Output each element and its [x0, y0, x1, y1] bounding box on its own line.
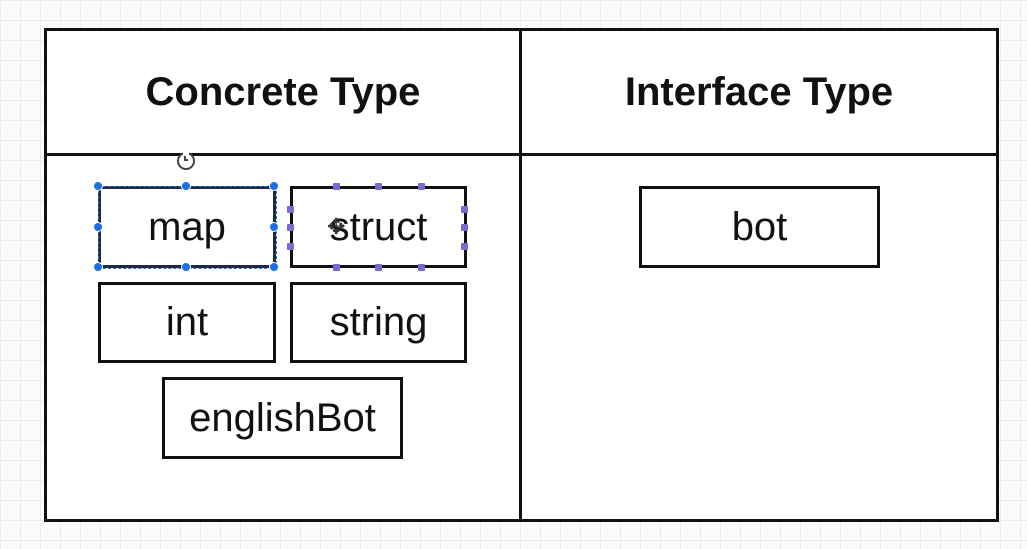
type-box-englishbot[interactable]: englishBot	[162, 377, 403, 459]
connection-point[interactable]	[375, 183, 382, 190]
rotate-icon[interactable]	[177, 150, 195, 170]
connection-point[interactable]	[375, 264, 382, 271]
resize-handle-bottom-center[interactable]	[181, 262, 191, 272]
type-box-bot[interactable]: bot	[639, 186, 880, 268]
resize-handle-middle-right[interactable]	[269, 222, 279, 232]
header-interface-type[interactable]: Interface Type	[624, 69, 894, 114]
resize-handle-bottom-right[interactable]	[269, 262, 279, 272]
connection-point[interactable]	[461, 206, 468, 213]
type-box-int[interactable]: int	[98, 282, 276, 363]
resize-handle-top-left[interactable]	[93, 181, 103, 191]
type-box-map[interactable]: map	[98, 186, 276, 268]
resize-handle-top-center[interactable]	[181, 181, 191, 191]
resize-handle-middle-left[interactable]	[93, 222, 103, 232]
type-box-string[interactable]: string	[290, 282, 467, 363]
resize-handle-bottom-left[interactable]	[93, 262, 103, 272]
resize-handle-top-right[interactable]	[269, 181, 279, 191]
connection-point[interactable]	[287, 224, 294, 231]
column-divider	[519, 31, 522, 519]
connection-point[interactable]	[461, 243, 468, 250]
connection-point[interactable]	[333, 183, 340, 190]
header-divider	[47, 153, 996, 156]
connection-point[interactable]	[461, 224, 468, 231]
type-box-struct[interactable]: struct	[290, 186, 467, 268]
header-concrete-type[interactable]: Concrete Type	[145, 69, 421, 114]
connection-point[interactable]	[418, 264, 425, 271]
connection-point[interactable]	[287, 206, 294, 213]
connection-point[interactable]	[287, 243, 294, 250]
connection-point[interactable]	[418, 183, 425, 190]
connection-point[interactable]	[333, 264, 340, 271]
